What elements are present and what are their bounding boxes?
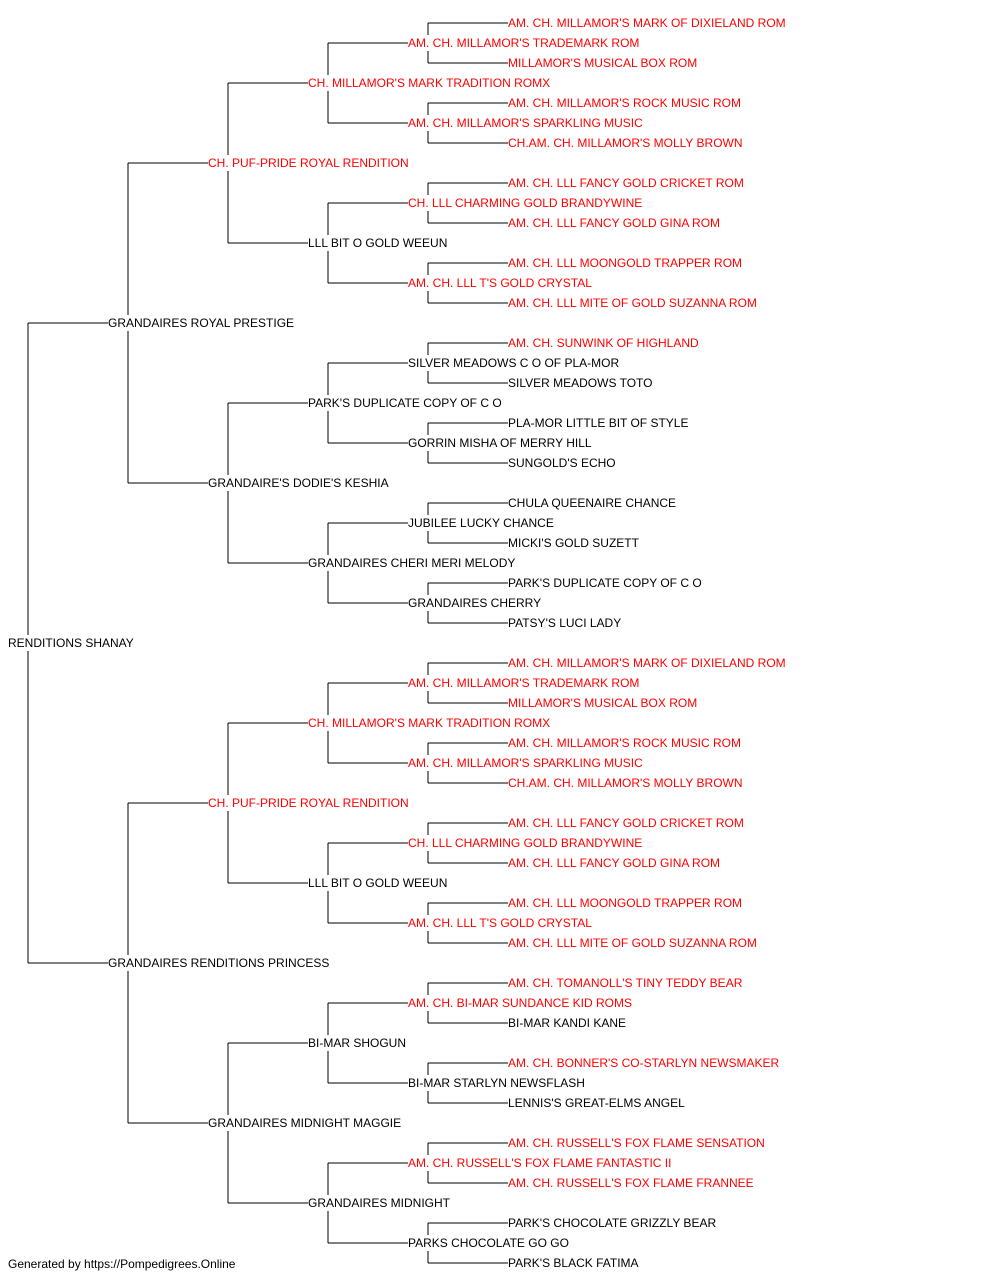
- dog-name-gen0: RENDITIONS SHANAY: [8, 636, 134, 650]
- dog-name-gen4: AM. CH. MILLAMOR'S TRADEMARK ROM: [408, 36, 639, 50]
- dog-name-gen4: PARKS CHOCOLATE GO GO: [408, 1236, 569, 1250]
- dog-name-gen5: AM. CH. MILLAMOR'S MARK OF DIXIELAND ROM: [508, 16, 786, 30]
- dog-name-gen5: PARK'S BLACK FATIMA: [508, 1256, 639, 1270]
- dog-name-gen2: GRANDAIRE'S DODIE'S KESHIA: [208, 476, 389, 490]
- dog-name-gen5: AM. CH. LLL MOONGOLD TRAPPER ROM: [508, 256, 742, 270]
- dog-name-gen1: GRANDAIRES ROYAL PRESTIGE: [108, 316, 294, 330]
- dog-name-gen4: AM. CH. LLL T'S GOLD CRYSTAL: [408, 276, 592, 290]
- dog-name-gen5: AM. CH. MILLAMOR'S ROCK MUSIC ROM: [508, 96, 741, 110]
- dog-name-gen4: AM. CH. MILLAMOR'S SPARKLING MUSIC: [408, 116, 643, 130]
- dog-name-gen4: AM. CH. BI-MAR SUNDANCE KID ROMS: [408, 996, 632, 1010]
- dog-name-gen5: CH.AM. CH. MILLAMOR'S MOLLY BROWN: [508, 776, 743, 790]
- dog-name-gen3: CH. MILLAMOR'S MARK TRADITION ROMX: [308, 76, 550, 90]
- dog-name-gen3: GRANDAIRES MIDNIGHT: [308, 1196, 451, 1210]
- dog-name-gen3: CH. MILLAMOR'S MARK TRADITION ROMX: [308, 716, 550, 730]
- dog-name-gen5: AM. CH. LLL FANCY GOLD GINA ROM: [508, 216, 720, 230]
- dog-name-gen5: AM. CH. BONNER'S CO-STARLYN NEWSMAKER: [508, 1056, 780, 1070]
- dog-name-gen1: GRANDAIRES RENDITIONS PRINCESS: [108, 956, 329, 970]
- dog-name-gen4: GRANDAIRES CHERRY: [408, 596, 541, 610]
- dog-name-gen4: AM. CH. MILLAMOR'S SPARKLING MUSIC: [408, 756, 643, 770]
- dog-name-gen5: AM. CH. LLL MITE OF GOLD SUZANNA ROM: [508, 296, 757, 310]
- dog-name-gen5: AM. CH. LLL FANCY GOLD CRICKET ROM: [508, 816, 744, 830]
- dog-name-gen3: LLL BIT O GOLD WEEUN: [308, 236, 447, 250]
- dog-name-gen5: CH.AM. CH. MILLAMOR'S MOLLY BROWN: [508, 136, 743, 150]
- dog-name-gen4: AM. CH. RUSSELL'S FOX FLAME FANTASTIC II: [408, 1156, 671, 1170]
- dog-name-gen3: PARK'S DUPLICATE COPY OF C O: [308, 396, 502, 410]
- dog-name-gen4: AM. CH. LLL T'S GOLD CRYSTAL: [408, 916, 592, 930]
- dog-name-gen5: AM. CH. RUSSELL'S FOX FLAME SENSATION: [508, 1136, 765, 1150]
- dog-name-gen5: AM. CH. LLL FANCY GOLD GINA ROM: [508, 856, 720, 870]
- dog-name-gen5: BI-MAR KANDI KANE: [508, 1016, 626, 1030]
- dog-name-gen4: SILVER MEADOWS C O OF PLA-MOR: [408, 356, 619, 370]
- dog-name-gen4: CH. LLL CHARMING GOLD BRANDYWINE: [408, 836, 642, 850]
- dog-name-gen5: AM. CH. SUNWINK OF HIGHLAND: [508, 336, 699, 350]
- dog-name-gen5: AM. CH. MILLAMOR'S MARK OF DIXIELAND ROM: [508, 656, 786, 670]
- dog-name-gen4: BI-MAR STARLYN NEWSFLASH: [408, 1076, 585, 1090]
- dog-name-gen5: SILVER MEADOWS TOTO: [508, 376, 652, 390]
- dog-name-gen4: JUBILEE LUCKY CHANCE: [408, 516, 554, 530]
- dog-name-gen5: AM. CH. RUSSELL'S FOX FLAME FRANNEE: [508, 1176, 754, 1190]
- dog-name-gen4: AM. CH. MILLAMOR'S TRADEMARK ROM: [408, 676, 639, 690]
- dog-name-gen3: GRANDAIRES CHERI MERI MELODY: [308, 556, 515, 570]
- dog-name-gen5: CHULA QUEENAIRE CHANCE: [508, 496, 676, 510]
- dog-name-gen5: AM. CH. LLL MITE OF GOLD SUZANNA ROM: [508, 936, 757, 950]
- dog-name-gen5: AM. CH. TOMANOLL'S TINY TEDDY BEAR: [508, 976, 743, 990]
- dog-name-gen2: CH. PUF-PRIDE ROYAL RENDITION: [208, 796, 409, 810]
- dog-name-gen3: BI-MAR SHOGUN: [308, 1036, 406, 1050]
- generated-by-footer: Generated by https://Pompedigrees.Online: [8, 1257, 236, 1271]
- dog-name-gen3: LLL BIT O GOLD WEEUN: [308, 876, 447, 890]
- dog-name-gen5: LENNIS'S GREAT-ELMS ANGEL: [508, 1096, 685, 1110]
- dog-name-gen5: MICKI'S GOLD SUZETT: [508, 536, 640, 550]
- dog-name-gen5: AM. CH. MILLAMOR'S ROCK MUSIC ROM: [508, 736, 741, 750]
- dog-name-gen5: MILLAMOR'S MUSICAL BOX ROM: [508, 696, 697, 710]
- dog-name-gen5: PARK'S CHOCOLATE GRIZZLY BEAR: [508, 1216, 716, 1230]
- dog-name-gen4: GORRIN MISHA OF MERRY HILL: [408, 436, 592, 450]
- dog-name-gen2: GRANDAIRES MIDNIGHT MAGGIE: [208, 1116, 401, 1130]
- dog-name-gen5: PLA-MOR LITTLE BIT OF STYLE: [508, 416, 689, 430]
- dog-name-gen5: MILLAMOR'S MUSICAL BOX ROM: [508, 56, 697, 70]
- dog-name-gen4: CH. LLL CHARMING GOLD BRANDYWINE: [408, 196, 642, 210]
- dog-name-gen5: SUNGOLD'S ECHO: [508, 456, 616, 470]
- dog-name-gen5: PARK'S DUPLICATE COPY OF C O: [508, 576, 702, 590]
- dog-name-gen2: CH. PUF-PRIDE ROYAL RENDITION: [208, 156, 409, 170]
- dog-name-gen5: PATSY'S LUCI LADY: [508, 616, 621, 630]
- dog-name-gen5: AM. CH. LLL MOONGOLD TRAPPER ROM: [508, 896, 742, 910]
- dog-name-gen5: AM. CH. LLL FANCY GOLD CRICKET ROM: [508, 176, 744, 190]
